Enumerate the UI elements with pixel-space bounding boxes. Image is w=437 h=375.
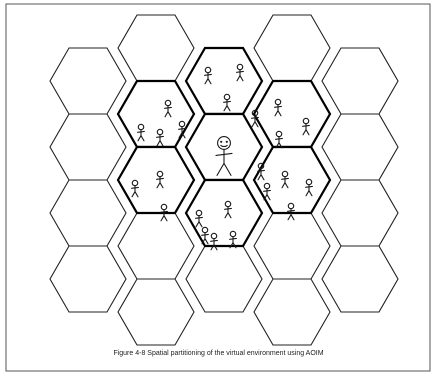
hex-cell: [50, 246, 126, 312]
aoi-hex-cell: [254, 81, 330, 147]
hex-cell: [254, 279, 330, 345]
hex-cell: [254, 213, 330, 279]
hex-cell: [118, 213, 194, 279]
aoi-hex-cell: [186, 180, 262, 246]
hex-cell: [322, 48, 398, 114]
aoi-hex-cell: [118, 147, 194, 213]
hex-cell: [322, 246, 398, 312]
hex-cell: [118, 15, 194, 81]
hex-cell: [50, 180, 126, 246]
hex-cell: [322, 114, 398, 180]
hex-cell: [50, 114, 126, 180]
aoi-hex-cell: [118, 81, 194, 147]
hex-cell: [118, 279, 194, 345]
aoi-hex-cell: [186, 48, 262, 114]
figure-caption: Figure 4-8 Spatial partitioning of the v…: [0, 350, 437, 357]
hex-cell: [322, 180, 398, 246]
hex-cell: [254, 15, 330, 81]
hex-cell: [50, 48, 126, 114]
hex-cell: [186, 246, 262, 312]
